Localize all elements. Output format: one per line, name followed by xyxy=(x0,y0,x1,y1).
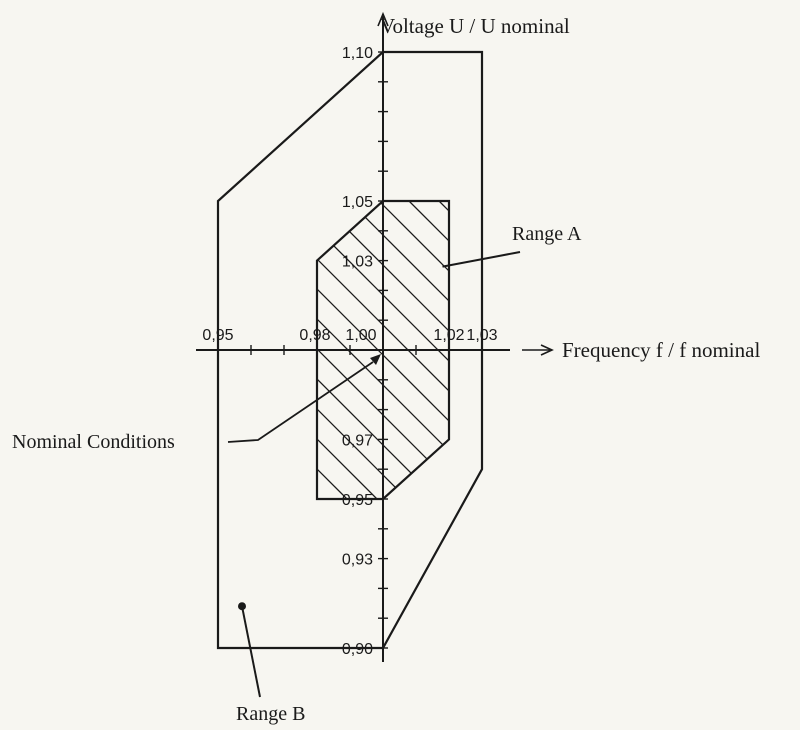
hatch-line xyxy=(378,201,449,499)
hatch-line xyxy=(317,201,378,499)
nominal-conditions-arrowhead xyxy=(370,354,381,365)
y-tick-label: 0,97 xyxy=(342,432,373,449)
leader-nominal-conditions xyxy=(227,361,374,443)
hatch-line xyxy=(317,201,438,499)
x-tick-label: 0,95 xyxy=(202,327,233,344)
x-tick-label: 1,02 xyxy=(433,327,464,344)
y-tick-label: 1,03 xyxy=(342,254,373,271)
leader-range-b xyxy=(241,606,261,698)
y-tick-label: 0,93 xyxy=(342,552,373,569)
y-axis-arrowhead xyxy=(377,11,389,27)
y-axis-title: Voltage U / U nominal xyxy=(380,14,570,38)
leader-range-a xyxy=(442,251,521,268)
range-b-dot xyxy=(238,602,246,611)
hatch-line xyxy=(318,201,449,499)
ticks-layer xyxy=(217,51,483,649)
annotations-layer: Range A Range B Nominal Conditions xyxy=(12,223,582,725)
axes-layer xyxy=(196,11,554,662)
x-tick-label: 1,00 xyxy=(345,327,376,344)
y-tick-label: 0,90 xyxy=(342,641,373,658)
annotation-range-b: Range B xyxy=(236,703,305,725)
x-tick-label: 1,03 xyxy=(466,327,497,344)
y-tick-label: 1,10 xyxy=(342,45,373,62)
y-tick-label: 1,05 xyxy=(342,194,373,211)
x-tick-label: 0,98 xyxy=(299,327,330,344)
hatch-line xyxy=(348,201,449,499)
y-tick-label: 0,95 xyxy=(342,492,373,509)
x-axis-title: Frequency f / f nominal xyxy=(562,338,760,362)
x-axis-arrowhead xyxy=(540,344,554,356)
annotation-range-a: Range A xyxy=(512,223,582,245)
hatch-line xyxy=(317,201,408,499)
annotation-nominal-conditions: Nominal Conditions xyxy=(12,431,175,453)
